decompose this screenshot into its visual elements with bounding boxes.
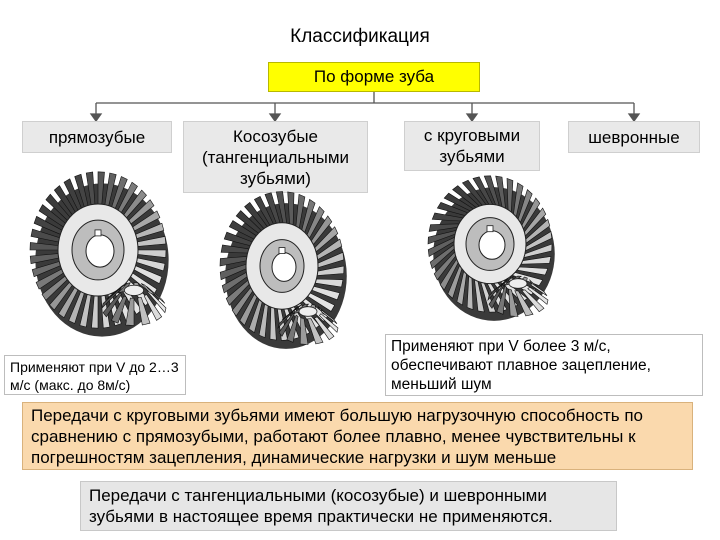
category-herringbone: шевронные (568, 121, 700, 153)
category-helical: Косозубые (тангенциальными зубьями) (183, 121, 368, 193)
straight-bevel-gear-icon (29, 171, 169, 337)
helical-bevel-gear-icon (219, 191, 347, 349)
note-circular: Применяют при V более 3 м/с, обеспечиваю… (385, 334, 703, 396)
note-straight: Применяют при V до 2…3 м/с (макс. до 8м/… (4, 355, 186, 395)
paragraph-not-used: Передачи с тангенциальными (косозубые) и… (80, 481, 617, 531)
spiral-bevel-gear-icon (427, 175, 555, 321)
category-straight: прямозубые (22, 121, 172, 153)
tree-connectors (89, 92, 641, 123)
root-node: По форме зуба (268, 62, 480, 92)
category-circular: с круговыми зубьями (404, 121, 540, 171)
diagram-title: Классификация (290, 26, 430, 47)
paragraph-circular-advantages: Передачи с круговыми зубьями имеют больш… (22, 402, 693, 470)
